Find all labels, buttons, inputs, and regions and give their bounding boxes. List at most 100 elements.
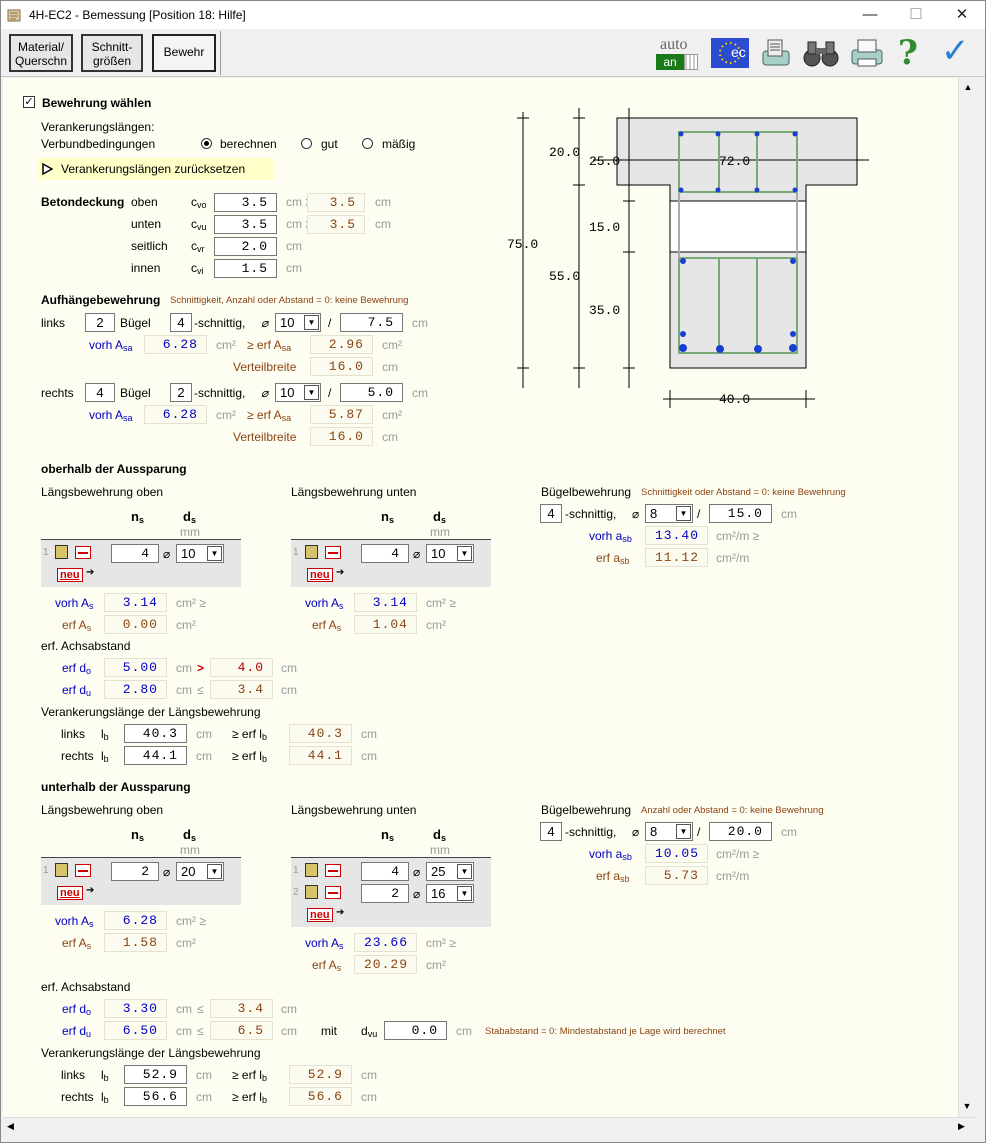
tab-material[interactable]: Material/ Querschn: [9, 34, 73, 72]
minimize-button[interactable]: —: [862, 6, 878, 23]
below-bot-n-input-1[interactable]: 4: [361, 862, 409, 881]
checkmark-confirm-icon[interactable]: ✓: [941, 32, 970, 70]
delete-icon[interactable]: [305, 863, 318, 877]
hang-left-spacing[interactable]: 7.5: [340, 313, 403, 332]
below-bot-bar-panel: 1 4 ⌀ 25▼ 2 2 ⌀ 16▼ neu ➔: [291, 857, 491, 927]
above-stirrup-spacing[interactable]: 15.0: [709, 504, 772, 523]
hang-right-diameter-select[interactable]: 10▼: [275, 383, 321, 402]
above-du: 2.80: [104, 680, 167, 699]
printer-icon[interactable]: [849, 37, 885, 69]
below-bot-d-select-2[interactable]: 16▼: [426, 884, 474, 903]
below-top-erf: 1.58: [104, 933, 167, 952]
hang-right-count[interactable]: 4: [85, 383, 115, 402]
radio-gut[interactable]: [301, 138, 312, 149]
hang-left-diameter-select[interactable]: 10▼: [275, 313, 321, 332]
hang-title: Aufhängebewehrung: [41, 293, 161, 307]
below-top-n-input[interactable]: 2: [111, 862, 159, 881]
above-bot-n-input[interactable]: 4: [361, 544, 409, 563]
radio-gut-label: gut: [321, 137, 338, 151]
below-stirrup-cut[interactable]: 4: [540, 822, 562, 841]
above-lb-left[interactable]: 40.3: [124, 724, 187, 743]
delete-icon[interactable]: [55, 545, 68, 559]
above-bot-d-select[interactable]: 10▼: [426, 544, 474, 563]
below-lb-left-erf: 52.9: [289, 1065, 352, 1084]
app-icon: [7, 9, 21, 22]
main-content: ✓ Bewehrung wählen Verankerungslängen: V…: [3, 78, 958, 1117]
above-top-n-input[interactable]: 4: [111, 544, 159, 563]
cover-top-input[interactable]: 3.5: [214, 193, 277, 212]
delete-icon[interactable]: [305, 885, 318, 899]
maximize-button[interactable]: ☐: [909, 6, 923, 23]
new-row-button[interactable]: neu: [57, 886, 83, 900]
below-stirrup-d-select[interactable]: 8▼: [645, 822, 693, 841]
new-row-button[interactable]: neu: [307, 568, 333, 582]
below-du: 6.50: [104, 1021, 167, 1040]
above-stirrup-title: Bügelbewehrung: [541, 485, 632, 499]
scroll-left-arrow-icon[interactable]: ◀: [7, 1121, 14, 1131]
below-long-top-title: Längsbewehrung oben: [41, 803, 164, 817]
above-lb-left-erf: 40.3: [289, 724, 352, 743]
above-lb-right-erf: 44.1: [289, 746, 352, 765]
dim-15: 15.0: [589, 220, 620, 235]
above-stirrup-cut[interactable]: 4: [540, 504, 562, 523]
cover-bottom-input[interactable]: 3.5: [214, 215, 277, 234]
cross-section-drawing: 20.0 25.0 72.0 75.0 15.0 55.0 35.0 40.0: [507, 108, 869, 408]
ec-norm-icon[interactable]: ec: [711, 38, 749, 68]
tab-bewehr[interactable]: Bewehr: [152, 34, 216, 72]
scroll-down-arrow-icon[interactable]: ▼: [962, 1101, 972, 1111]
horizontal-scrollbar[interactable]: ◀ ▶: [3, 1117, 977, 1135]
hang-right-cut[interactable]: 2: [170, 383, 192, 402]
scroll-right-arrow-icon[interactable]: ▶: [958, 1121, 965, 1131]
cover-inner-input[interactable]: 1.5: [214, 259, 277, 278]
new-row-button[interactable]: neu: [57, 568, 83, 582]
delete-icon[interactable]: [55, 863, 68, 877]
insert-row-icon[interactable]: [325, 864, 341, 877]
above-long-top-title: Längsbewehrung oben: [41, 485, 164, 499]
delete-icon[interactable]: [305, 545, 318, 559]
hang-left-vorh: 6.28: [144, 335, 207, 354]
reset-anchorage-button[interactable]: Verankerungslängen zurücksetzen: [37, 158, 273, 180]
below-lb-left[interactable]: 52.9: [124, 1065, 187, 1084]
above-du-max: 3.4: [210, 680, 273, 699]
dim-25: 25.0: [589, 154, 620, 169]
below-stirrup-spacing[interactable]: 20.0: [709, 822, 772, 841]
dim-55: 55.0: [549, 269, 580, 284]
insert-row-icon[interactable]: [75, 864, 91, 877]
tab-schnittgroessen[interactable]: Schnitt- größen: [81, 34, 143, 72]
calculator-printer-icon[interactable]: [759, 37, 793, 69]
below-do-max: 3.4: [210, 999, 273, 1018]
below-top-vorh: 6.28: [104, 911, 167, 930]
below-dvu-input[interactable]: 0.0: [384, 1021, 447, 1040]
below-stirrup-title: Bügelbewehrung: [541, 803, 632, 817]
above-lb-right[interactable]: 44.1: [124, 746, 187, 765]
insert-row-icon[interactable]: [75, 546, 91, 559]
close-button[interactable]: ✕: [955, 6, 969, 23]
hang-right-spacing[interactable]: 5.0: [340, 383, 403, 402]
hang-left-count[interactable]: 2: [85, 313, 115, 332]
vertical-scrollbar[interactable]: ▲ ▼: [958, 78, 977, 1117]
insert-row-icon[interactable]: [325, 886, 341, 899]
choose-reinforcement-checkbox[interactable]: ✓: [23, 96, 35, 108]
below-bot-d-select-1[interactable]: 25▼: [426, 862, 474, 881]
auto-toggle[interactable]: auto an: [656, 36, 700, 72]
cover-side-input[interactable]: 2.0: [214, 237, 277, 256]
above-achs-title: erf. Achsabstand: [41, 639, 131, 653]
new-row-button[interactable]: neu: [307, 908, 333, 922]
insert-row-icon[interactable]: [325, 546, 341, 559]
above-title: oberhalb der Aussparung: [41, 462, 187, 476]
help-icon[interactable]: ?: [898, 33, 918, 73]
below-lb-right[interactable]: 56.6: [124, 1087, 187, 1106]
below-top-d-select[interactable]: 20▼: [176, 862, 224, 881]
below-bot-n-input-2[interactable]: 2: [361, 884, 409, 903]
radio-maessig[interactable]: [362, 138, 373, 149]
above-top-d-select[interactable]: 10▼: [176, 544, 224, 563]
binoculars-icon[interactable]: [801, 37, 841, 69]
choose-reinforcement-label: Bewehrung wählen: [42, 96, 152, 110]
hang-right-erf: 5.87: [310, 405, 373, 424]
scroll-up-arrow-icon[interactable]: ▲: [963, 82, 973, 92]
radio-berechnen[interactable]: [201, 138, 212, 149]
above-stirrup-d-select[interactable]: 8▼: [645, 504, 693, 523]
above-long-bot-title: Längsbewehrung unten: [291, 485, 417, 499]
hang-left-cut[interactable]: 4: [170, 313, 192, 332]
dim-75: 75.0: [507, 237, 538, 252]
